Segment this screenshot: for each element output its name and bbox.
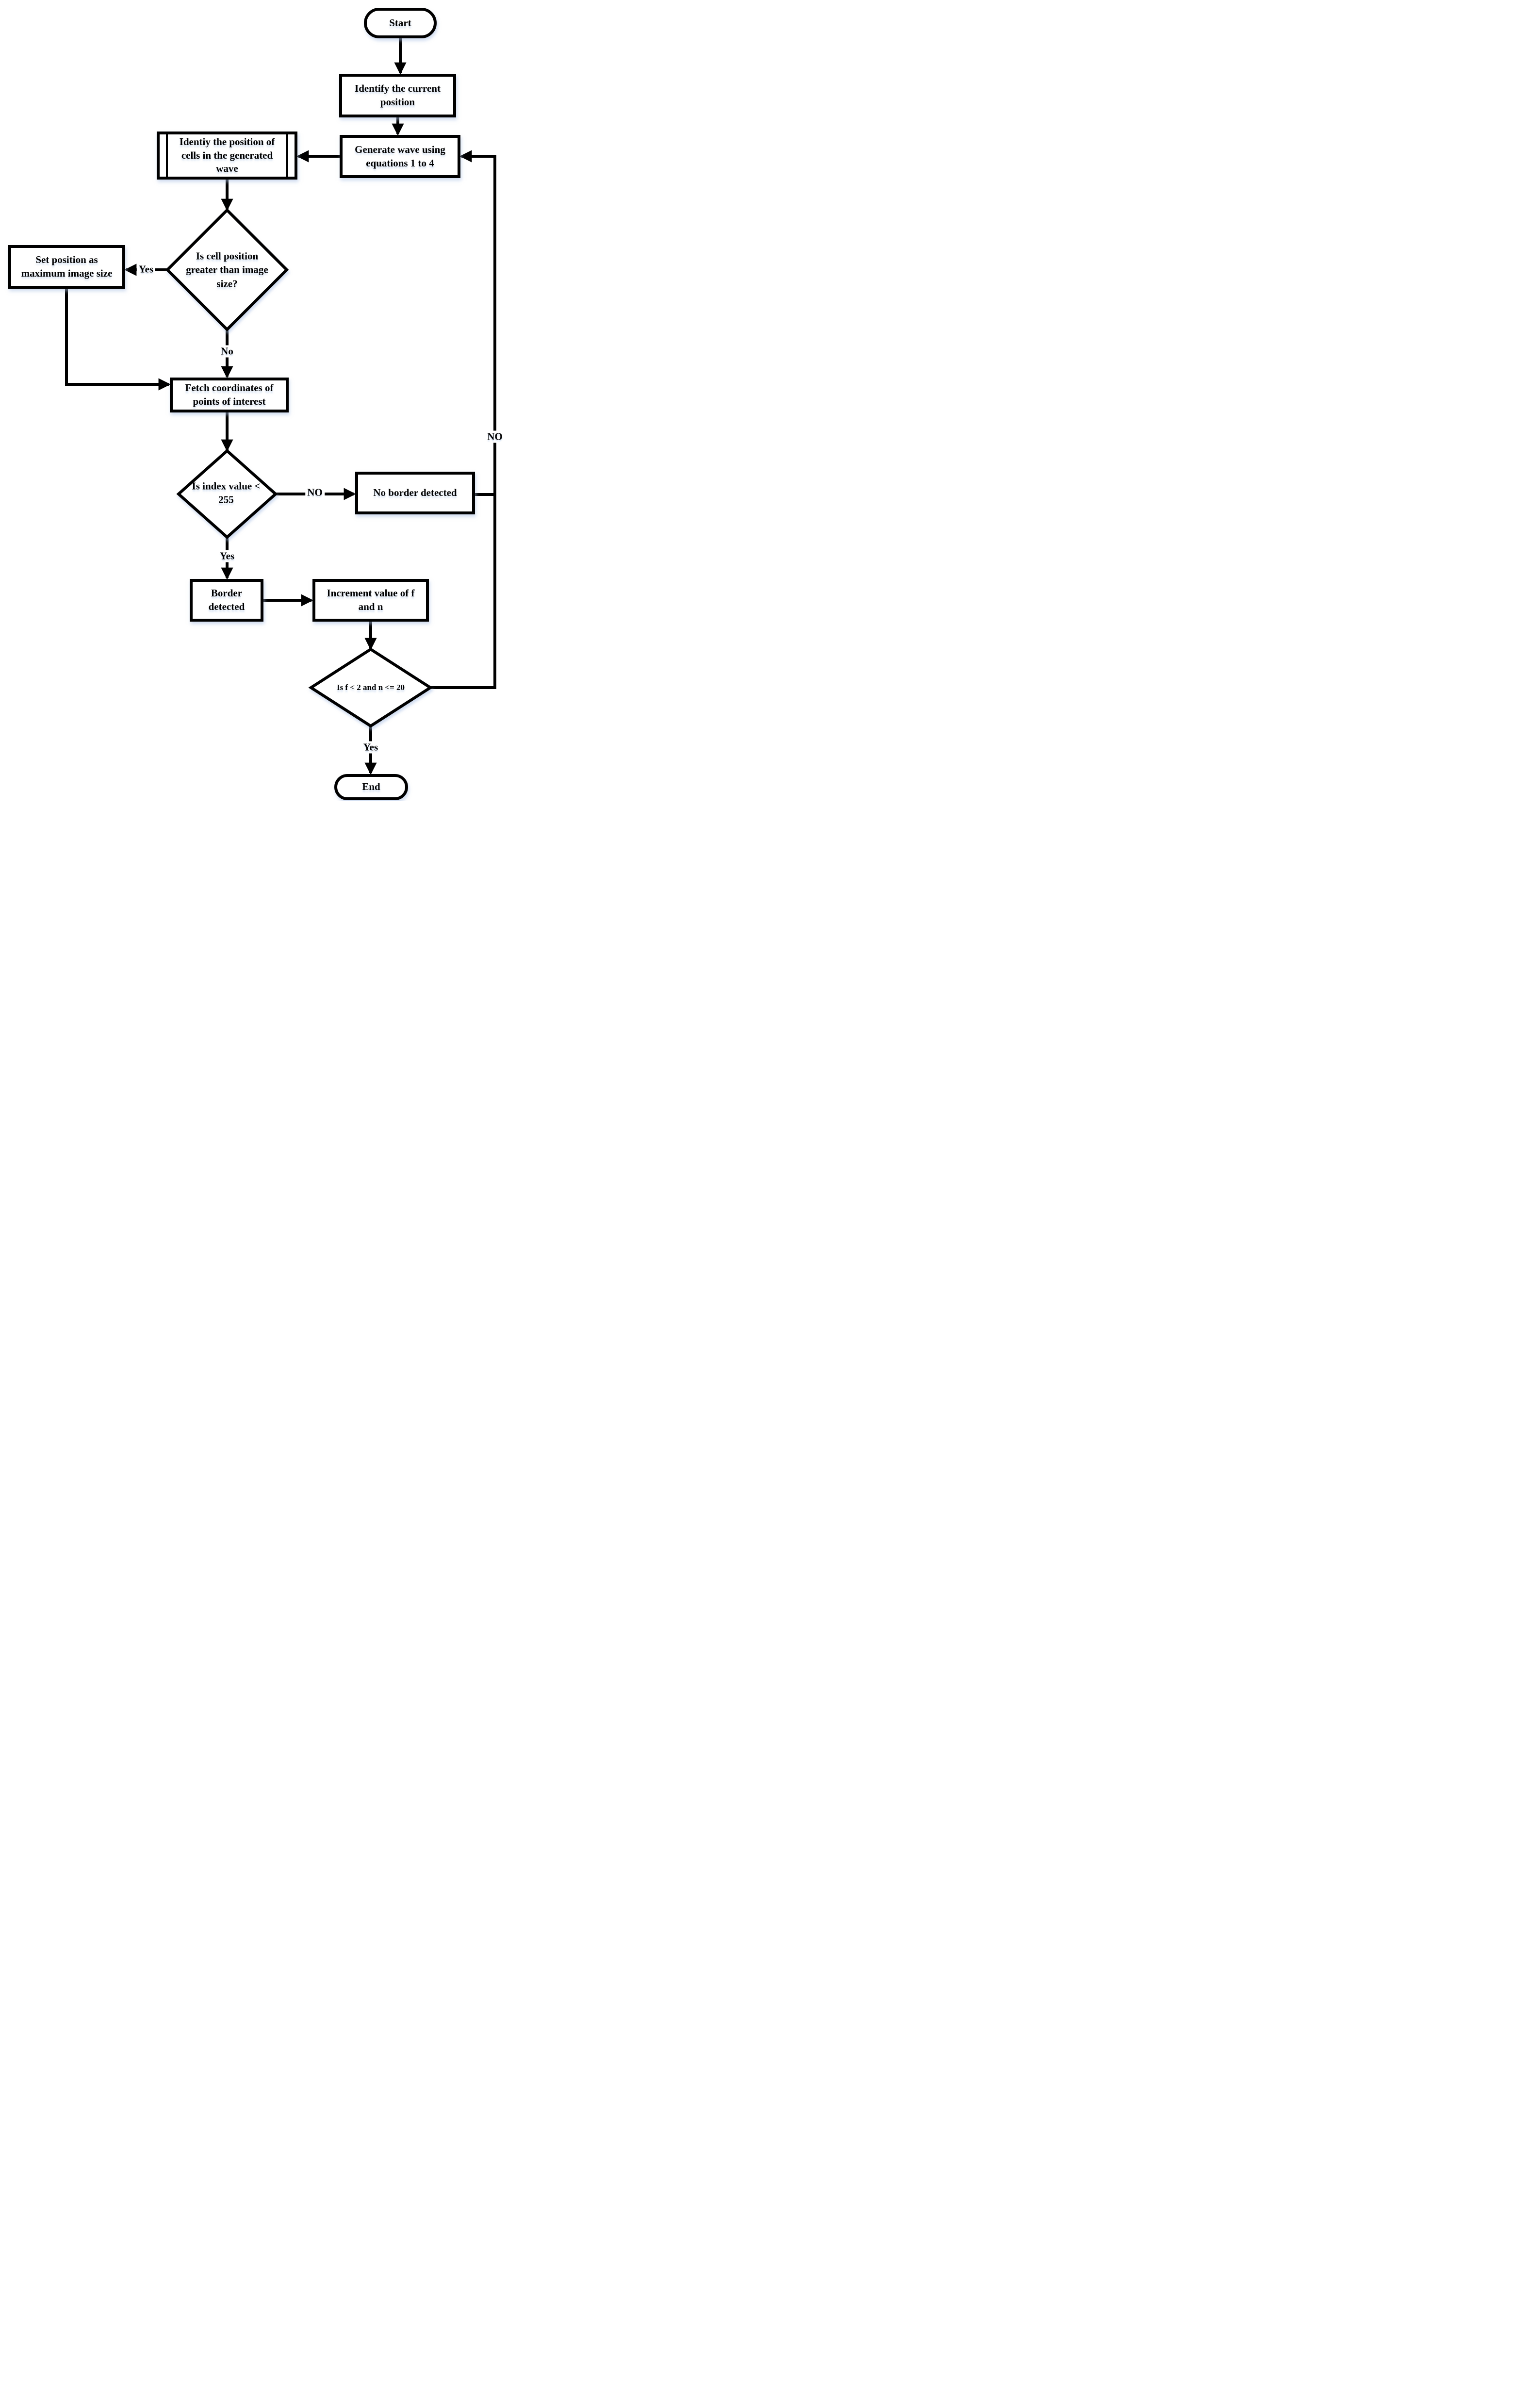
process-increment-f-n: Increment value of f and n — [312, 579, 429, 622]
terminator-start: Start — [364, 8, 437, 38]
process-fetch-coordinates-label: Fetch coordinates of points of interest — [185, 382, 274, 407]
process-no-border-detected-label: No border detected — [373, 487, 457, 499]
process-increment-f-n-label: Increment value of f and n — [327, 587, 415, 612]
label-yes-cell-position: Yes — [136, 263, 156, 276]
terminator-end-label: End — [362, 781, 380, 793]
process-set-position: Set position as maximum image size — [8, 245, 125, 289]
label-yes-loop-end: Yes — [361, 741, 380, 754]
decision-f-n-loop-label: Is f < 2 and n <= 20 — [336, 682, 405, 692]
decision-index-value-diamond — [176, 448, 278, 540]
label-no-index-value: NO — [305, 486, 325, 499]
decision-index-value-label: Is index value < 255 — [192, 480, 261, 506]
process-fetch-coordinates: Fetch coordinates of points of interest — [170, 378, 289, 412]
process-border-detected: Border detected — [190, 579, 263, 622]
decision-cell-position-diamond — [165, 208, 289, 332]
terminator-start-label: Start — [389, 16, 411, 29]
process-identify-current-position-label: Identify the current position — [355, 82, 441, 108]
label-no-loop-return: NO — [485, 430, 505, 443]
process-generate-wave-label: Generate wave using equations 1 to 4 — [355, 143, 445, 169]
label-no-cell-position: No — [219, 345, 235, 358]
predefined-process-bar-right — [286, 134, 288, 177]
predefined-process-identify-cells: Identiy the position of cells in the gen… — [157, 132, 297, 180]
process-identify-current-position: Identify the current position — [339, 74, 456, 117]
predefined-process-identify-cells-label: Identiy the position of cells in the gen… — [179, 135, 275, 175]
terminator-end: End — [334, 774, 408, 800]
decision-cell-position-label: Is cell position greater than image size… — [186, 250, 268, 290]
label-yes-index-value: Yes — [217, 550, 237, 562]
flowchart-canvas: Start Identify the current position Gene… — [0, 0, 513, 801]
process-border-detected-label: Border detected — [208, 587, 245, 612]
predefined-process-bar-left — [166, 134, 168, 177]
edge-loop-no-to-generate — [430, 150, 496, 689]
process-generate-wave: Generate wave using equations 1 to 4 — [340, 135, 460, 178]
decision-f-n-loop-diamond — [308, 647, 433, 728]
process-set-position-label: Set position as maximum image size — [21, 254, 113, 279]
process-no-border-detected: No border detected — [355, 472, 475, 514]
edge-setpos-to-fetch — [65, 289, 171, 391]
